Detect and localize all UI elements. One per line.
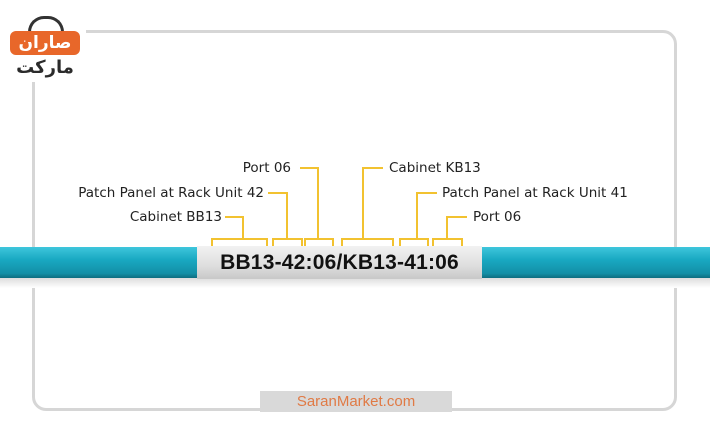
callout-patch-panel-42: Patch Panel at Rack Unit 42	[78, 185, 264, 201]
logo-line2: مارکت	[16, 57, 74, 78]
bracket-port-06-left	[300, 167, 334, 246]
bracket-rack-unit-42	[268, 192, 303, 246]
website-text: SaranMarket.com	[296, 393, 416, 410]
bag-handle-icon	[28, 16, 64, 37]
cable-label: BB13-42:06/KB13-41:06	[197, 246, 482, 279]
bracket-cabinet-kb13	[341, 167, 394, 246]
logo-line1: صاران	[10, 31, 80, 55]
bracket-port-06-right	[432, 216, 467, 246]
bracket-rack-unit-41	[399, 192, 437, 246]
callout-cabinet-bb13: Cabinet BB13	[129, 209, 222, 225]
callout-patch-panel-41: Patch Panel at Rack Unit 41	[442, 185, 628, 201]
callout-port-06-left: Port 06	[242, 160, 291, 176]
logo: صاران مارکت	[4, 14, 86, 82]
website-banner: SaranMarket.com	[260, 391, 452, 412]
callout-cabinet-kb13: Cabinet KB13	[389, 160, 481, 176]
callout-port-06-right: Port 06	[473, 209, 522, 225]
cable-shadow	[0, 278, 710, 288]
cable-label-text: BB13-42:06/KB13-41:06	[220, 250, 459, 274]
bracket-cabinet-bb13	[211, 216, 268, 246]
